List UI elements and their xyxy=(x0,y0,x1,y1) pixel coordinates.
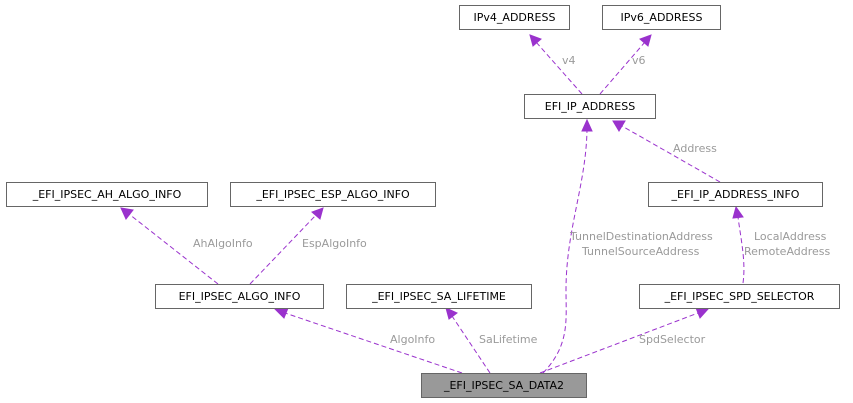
node-label-efi-ip-address: EFI_IP_ADDRESS xyxy=(545,100,635,113)
edge-tunnel-addresses: TunnelDestinationAddress TunnelSourceAdd… xyxy=(542,118,713,374)
node-label-ip-address-info: _EFI_IP_ADDRESS_INFO xyxy=(671,188,800,201)
edge-sa-lifetime: SaLifetime xyxy=(445,307,538,374)
node-spd-selector[interactable]: _EFI_IPSEC_SPD_SELECTOR xyxy=(639,284,840,309)
node-ip-address-info[interactable]: _EFI_IP_ADDRESS_INFO xyxy=(648,182,823,207)
edge-label-ah-algo-info: AhAlgoInfo xyxy=(193,237,253,250)
edge-local-remote-address: LocalAddress RemoteAddress xyxy=(732,205,831,284)
edge-label-tunnel-source: TunnelSourceAddress xyxy=(581,245,700,258)
edge-v6: v6 xyxy=(599,34,652,95)
edge-algo-info: AlgoInfo xyxy=(273,307,463,374)
node-algo-info[interactable]: EFI_IPSEC_ALGO_INFO xyxy=(155,284,324,309)
node-esp-algo-info[interactable]: _EFI_IPSEC_ESP_ALGO_INFO xyxy=(230,182,436,207)
edge-ah-algo-info: AhAlgoInfo xyxy=(120,207,253,285)
edge-spd-selector: SpdSelector xyxy=(539,307,710,374)
node-label-sa-lifetime: _EFI_IPSEC_SA_LIFETIME xyxy=(371,290,506,303)
node-label-ipv4-address: IPv4_ADDRESS xyxy=(474,11,556,24)
node-ipv6-address[interactable]: IPv6_ADDRESS xyxy=(602,5,721,30)
edge-label-remote-address: RemoteAddress xyxy=(744,245,831,258)
node-ah-algo-info[interactable]: _EFI_IPSEC_AH_ALGO_INFO xyxy=(6,182,208,207)
edge-label-spd-selector: SpdSelector xyxy=(639,333,706,346)
edge-address: Address xyxy=(612,120,721,183)
node-label-esp-algo-info: _EFI_IPSEC_ESP_ALGO_INFO xyxy=(255,188,410,201)
edge-label-v6: v6 xyxy=(632,54,646,67)
edge-label-tunnel-destination: TunnelDestinationAddress xyxy=(569,230,713,243)
node-efi-ip-address[interactable]: EFI_IP_ADDRESS xyxy=(524,94,656,119)
node-ipv4-address[interactable]: IPv4_ADDRESS xyxy=(459,5,570,30)
edge-label-sa-lifetime: SaLifetime xyxy=(479,333,538,346)
edge-label-address: Address xyxy=(673,142,717,155)
node-sa-lifetime[interactable]: _EFI_IPSEC_SA_LIFETIME xyxy=(346,284,532,309)
node-label-spd-selector: _EFI_IPSEC_SPD_SELECTOR xyxy=(664,290,815,303)
node-label-sa-data2: _EFI_IPSEC_SA_DATA2 xyxy=(443,379,564,392)
node-label-ipv6-address: IPv6_ADDRESS xyxy=(621,11,703,24)
node-label-algo-info: EFI_IPSEC_ALGO_INFO xyxy=(179,290,301,303)
edge-label-esp-algo-info: EspAlgoInfo xyxy=(302,237,367,250)
node-sa-data2[interactable]: _EFI_IPSEC_SA_DATA2 xyxy=(421,373,587,398)
edge-v4: v4 xyxy=(529,34,583,95)
node-label-ah-algo-info: _EFI_IPSEC_AH_ALGO_INFO xyxy=(32,188,182,201)
edge-label-local-address: LocalAddress xyxy=(754,230,827,243)
edge-esp-algo-info: EspAlgoInfo xyxy=(249,207,367,285)
edge-label-v4: v4 xyxy=(562,54,576,67)
edge-label-algo-info: AlgoInfo xyxy=(390,333,435,346)
